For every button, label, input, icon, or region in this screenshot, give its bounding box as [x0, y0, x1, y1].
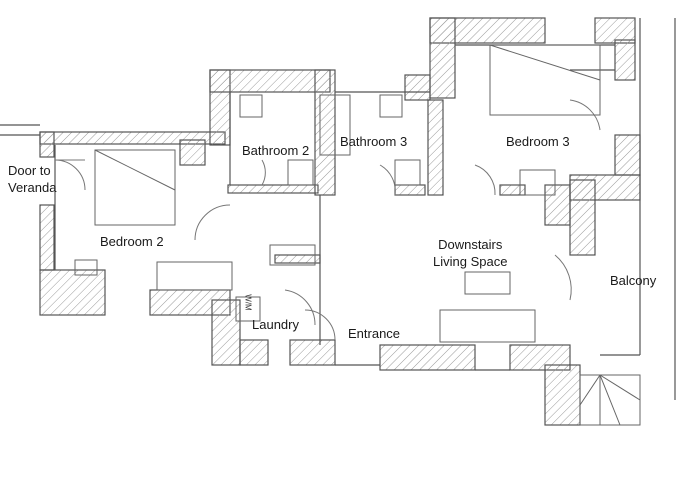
downstairs-living-label-line1: Downstairs	[438, 237, 503, 252]
sink-bathroom2	[287, 159, 314, 186]
bathtub	[319, 94, 351, 156]
wardrobe-bedroom2	[156, 261, 233, 291]
laundry-label: Laundry	[252, 317, 299, 332]
entrance-label: Entrance	[348, 326, 401, 341]
sofa	[439, 309, 536, 343]
balcony-label: Balcony	[610, 273, 657, 288]
bed-bedroom2	[94, 149, 176, 226]
door-to-veranda-label: Door to Veranda	[8, 162, 56, 196]
closet	[269, 244, 316, 266]
bathroom2-label: Bathroom 2	[242, 143, 310, 158]
bathroom3-label: Bathroom 3	[340, 134, 408, 149]
downstairs-living-label-line2: Living Space	[433, 254, 508, 269]
coffee-table	[464, 271, 511, 295]
door-to-veranda-label-line1: Door to	[8, 163, 51, 178]
washing-machine	[235, 296, 261, 322]
downstairs-living-label: Downstairs Living Space	[433, 236, 507, 270]
furniture	[74, 44, 601, 343]
doors	[54, 99, 601, 341]
toilet-bathroom3	[379, 94, 403, 118]
walls	[39, 17, 641, 426]
sink-bathroom3	[394, 159, 421, 186]
bedroom2-label: Bedroom 2	[100, 234, 164, 249]
bedroom3-label: Bedroom 3	[506, 134, 570, 149]
door-to-veranda-label-line2: Veranda	[8, 180, 57, 195]
washing-machine-label: W/M	[243, 294, 253, 311]
toilet-bathroom2	[239, 94, 263, 118]
stairs	[579, 374, 641, 426]
bedside-table	[74, 259, 98, 276]
desk	[519, 169, 556, 196]
